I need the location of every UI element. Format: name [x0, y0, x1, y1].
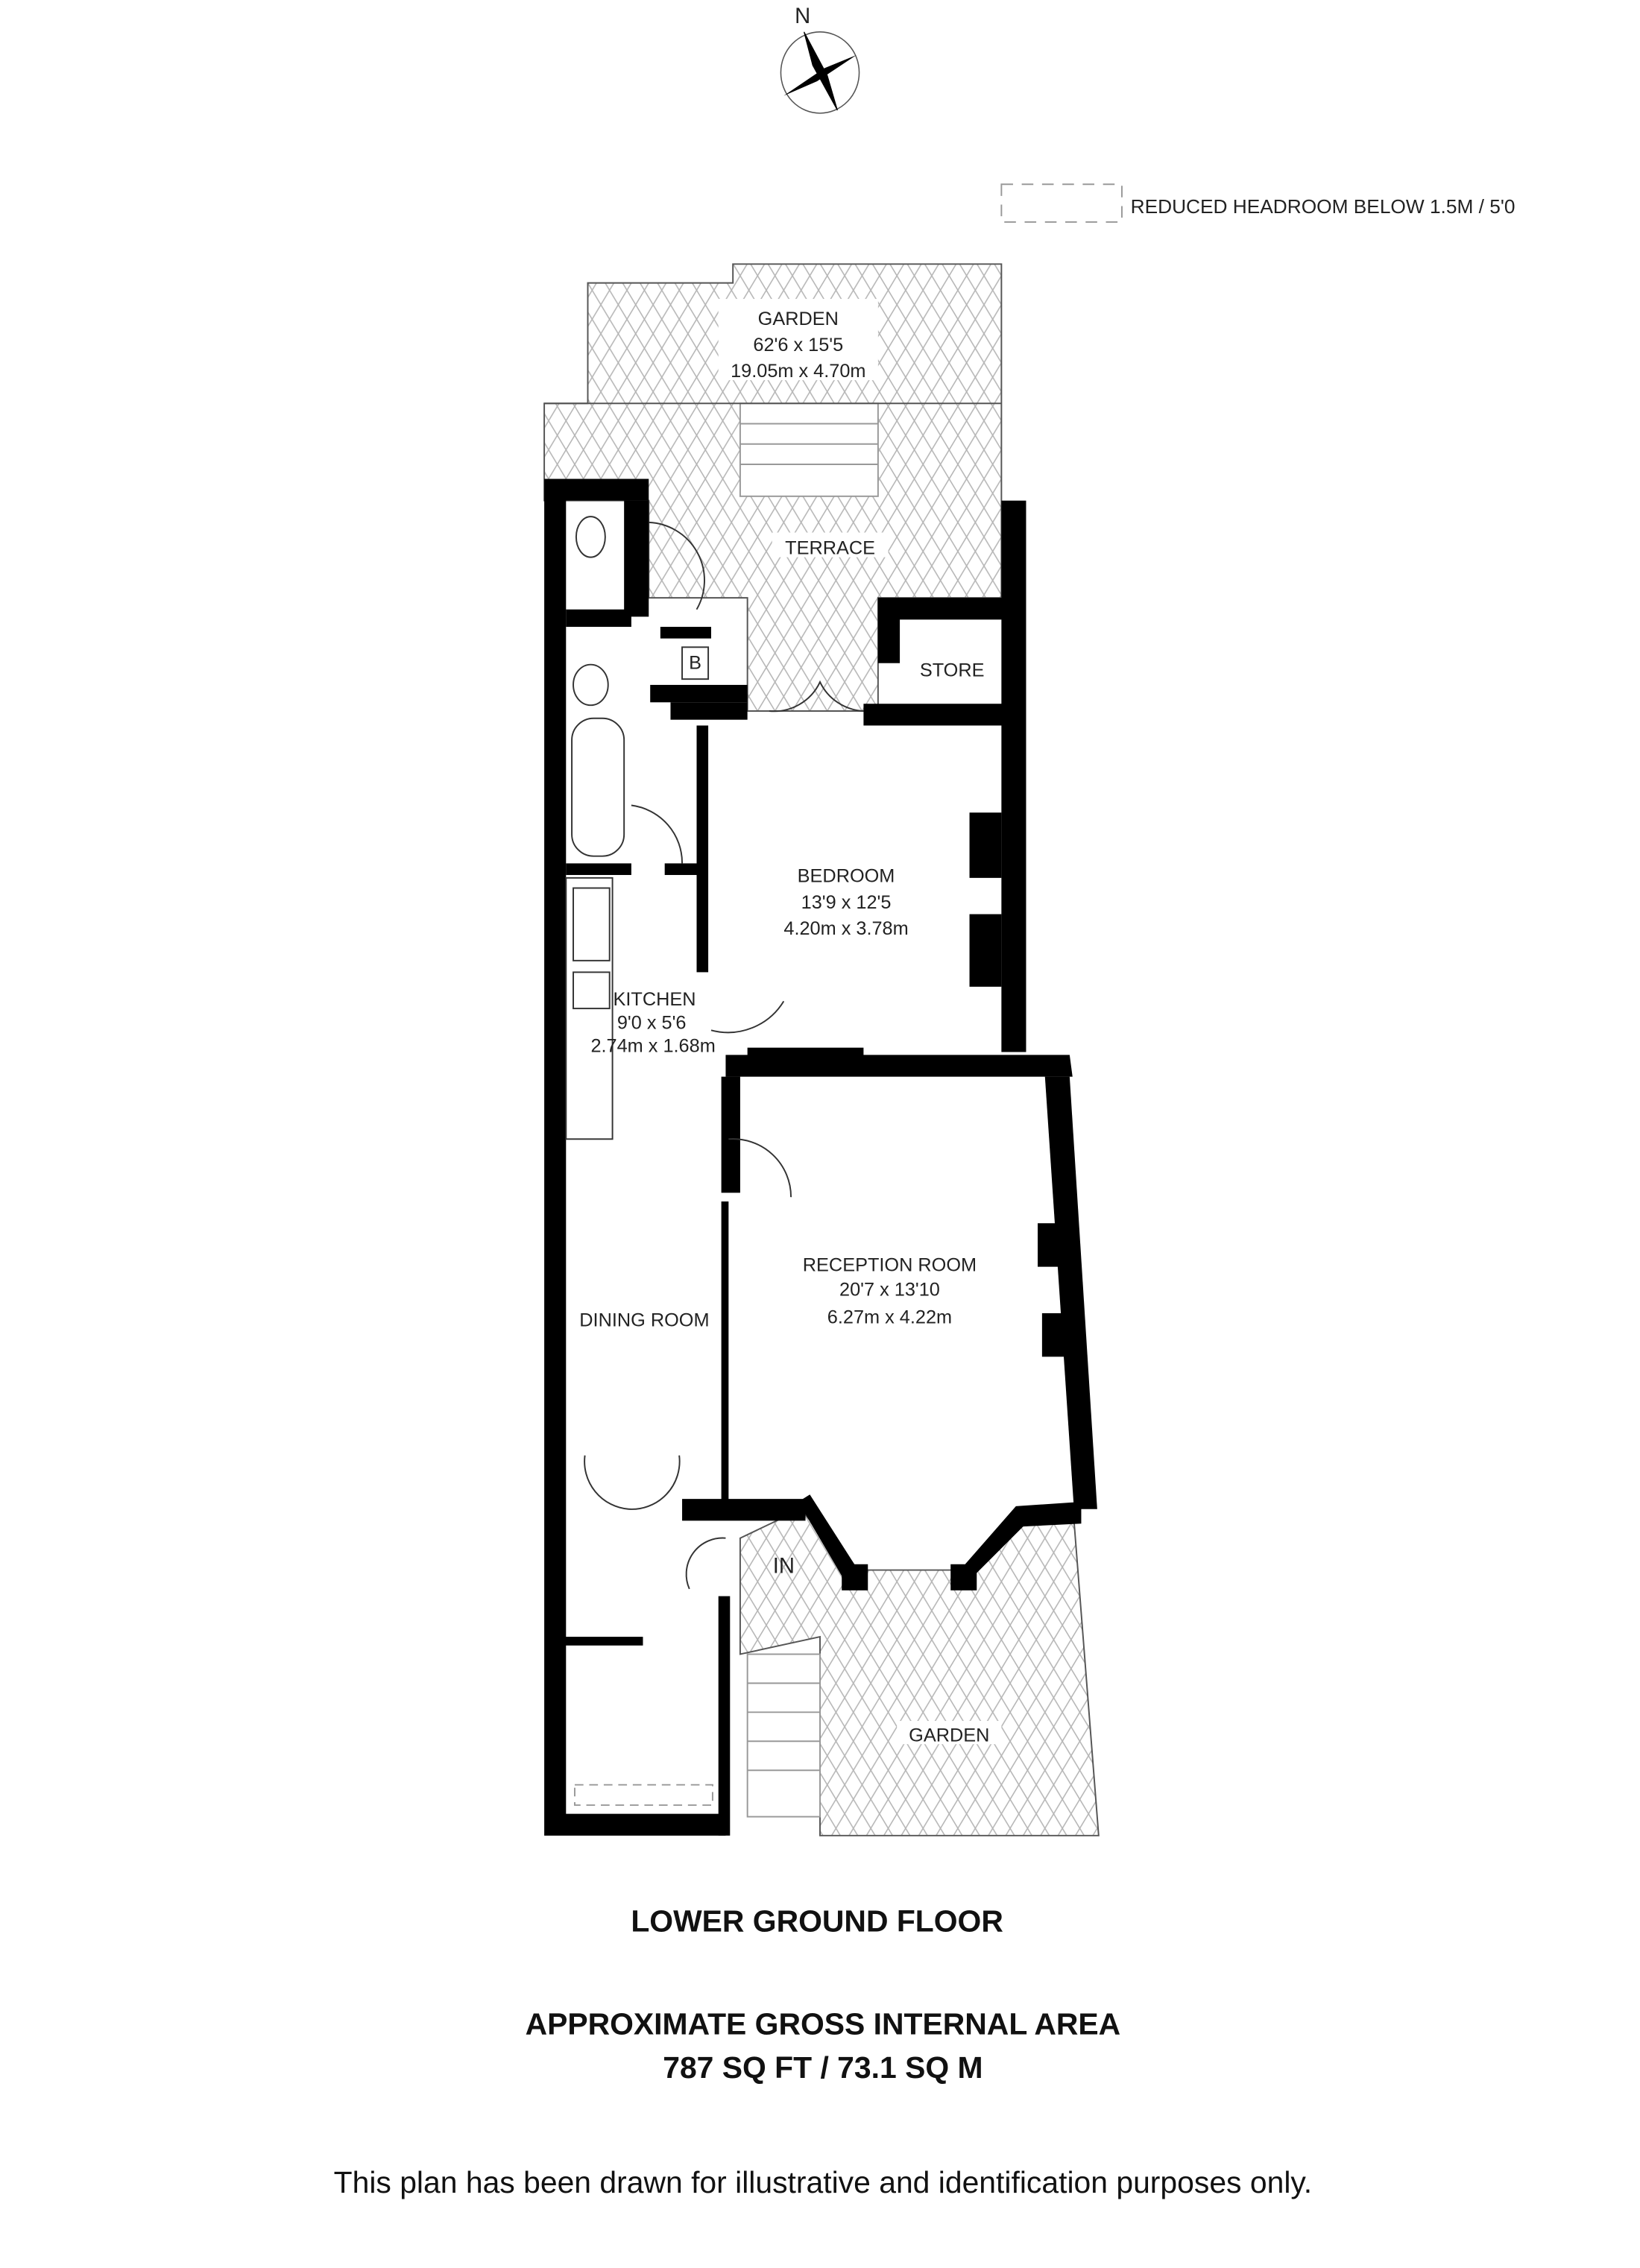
basin-icon [573, 663, 609, 707]
compass-rose-icon [780, 31, 860, 114]
fixtures [565, 516, 864, 1806]
room-metric: 4.20m x 3.78m [783, 918, 908, 939]
compass: N [780, 4, 860, 114]
room-imperial: 9'0 x 5'6 [617, 1012, 687, 1033]
room-imperial: 20'7 x 13'10 [839, 1280, 940, 1301]
reduced-headroom-area [574, 1784, 713, 1806]
sink-icon [573, 887, 611, 961]
room-imperial: 62'6 x 15'5 [753, 335, 843, 356]
room-name: GARDEN [909, 1725, 989, 1746]
bath-icon [571, 717, 625, 857]
room-imperial: 13'9 x 12'5 [801, 892, 892, 913]
area-label: APPROXIMATE GROSS INTERNAL AREA [526, 2007, 1121, 2041]
room-name: RECEPTION ROOM [803, 1254, 977, 1275]
room-metric: 6.27m x 4.22m [827, 1307, 952, 1328]
room-name: GARDEN [758, 309, 839, 329]
room-kitchen: KITCHEN 9'0 x 5'6 2.74m x 1.68m [590, 989, 715, 1056]
entrance-label: IN [773, 1554, 795, 1578]
room-reception: RECEPTION ROOM 20'7 x 13'10 6.27m x 4.22… [803, 1254, 977, 1327]
room-dining: DINING ROOM [579, 1310, 709, 1330]
toilet-icon [575, 516, 606, 558]
room-name: TERRACE [785, 538, 875, 559]
legend: REDUCED HEADROOM BELOW 1.5M / 5'0 [1000, 183, 1516, 223]
area-value: 787 SQ FT / 73.1 SQ M [663, 2050, 983, 2085]
room-garden-rear: GARDEN 62'6 x 15'5 19.05m x 4.70m [718, 299, 878, 382]
room-bedroom: BEDROOM 13'9 x 12'5 4.20m x 3.78m [783, 866, 908, 939]
garden-stairs [739, 402, 879, 497]
worktop [565, 876, 614, 1140]
room-metric: 2.74m x 1.68m [590, 1036, 715, 1057]
north-label: N [795, 4, 810, 28]
walls [544, 478, 1097, 1836]
room-boiler: B [689, 653, 701, 674]
room-store: STORE [920, 660, 985, 680]
legend-reduced-headroom: REDUCED HEADROOM BELOW 1.5M / 5'0 [1131, 195, 1516, 218]
hob-icon [573, 971, 611, 1010]
floor-title: LOWER GROUND FLOOR [631, 1904, 1003, 1938]
boiler-icon [681, 646, 710, 680]
room-metric: 19.05m x 4.70m [731, 361, 865, 382]
room-name: KITCHEN [614, 989, 696, 1010]
front-stairs [746, 1653, 821, 1818]
room-terrace: TERRACE [772, 532, 889, 559]
room-garden-front: GARDEN [897, 1721, 1002, 1746]
disclaimer: This plan has been drawn for illustrativ… [334, 2165, 1313, 2199]
room-name: BEDROOM [798, 866, 895, 887]
